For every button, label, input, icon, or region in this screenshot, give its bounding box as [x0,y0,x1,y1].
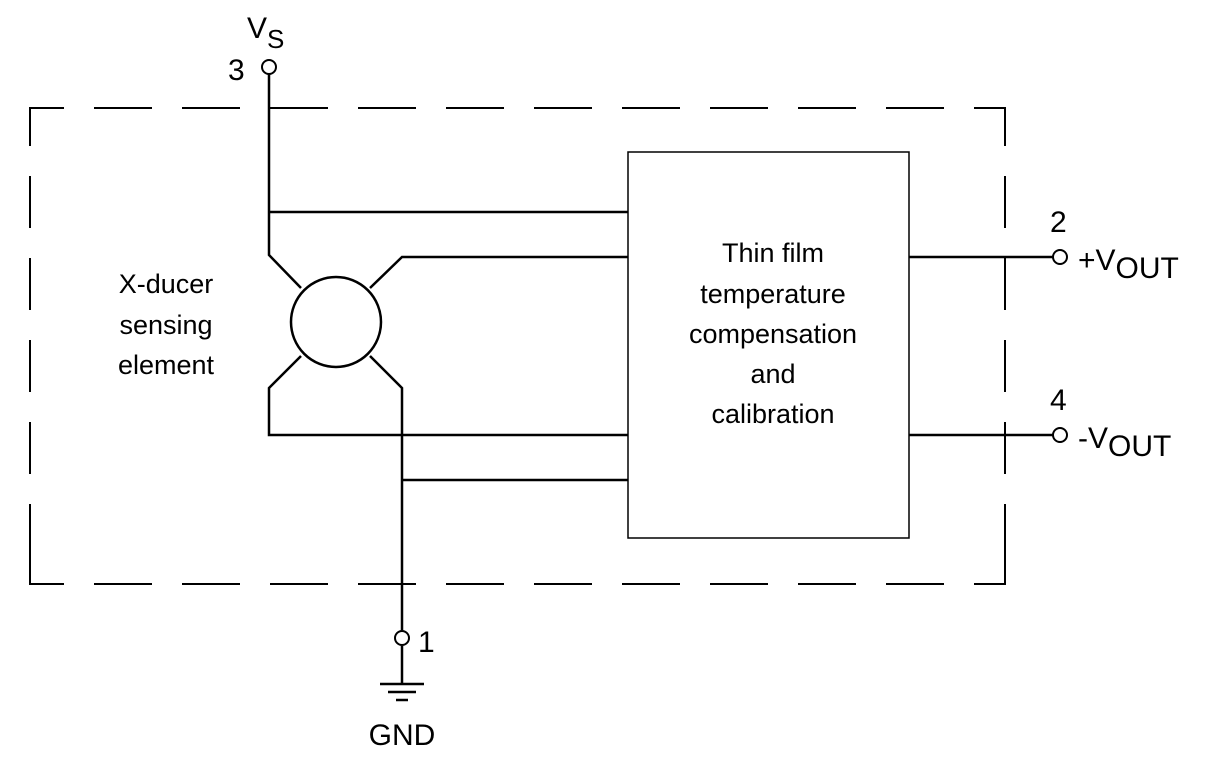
sensor-label-line: element [118,350,215,380]
sensing-element-circle [289,275,383,369]
block-label-line: and [750,359,795,389]
gnd-label: GND [369,719,436,752]
vs-terminal [261,59,277,75]
gnd-pin-number: 1 [418,626,435,659]
block-label-line: Thin film [722,238,824,268]
vout-neg-terminal [1052,427,1068,443]
vout-neg-label: -VOUT [1078,422,1171,463]
vout-pos-terminal [1052,249,1068,265]
vout-pos-pin-number: 2 [1050,206,1067,239]
block-label-line: temperature [700,279,846,309]
package-outline [29,107,1006,585]
block-label-line: compensation [689,319,857,349]
vs-label: VS [247,12,284,54]
sensor-label: X-ducer sensing element [118,269,215,380]
vout-pos-label: +VOUT [1078,244,1179,285]
vs-pin-number: 3 [228,54,245,87]
sensor-label-line: X-ducer [119,269,214,299]
sensor-label-line: sensing [119,310,212,340]
block-label-line: calibration [711,399,834,429]
vout-neg-pin-number: 4 [1050,384,1067,417]
compensation-block [627,151,910,539]
gnd-terminal [394,630,410,646]
block-label: Thin film temperature compensation and c… [689,238,857,429]
wiring [267,74,1053,684]
ground-icon [380,682,424,702]
